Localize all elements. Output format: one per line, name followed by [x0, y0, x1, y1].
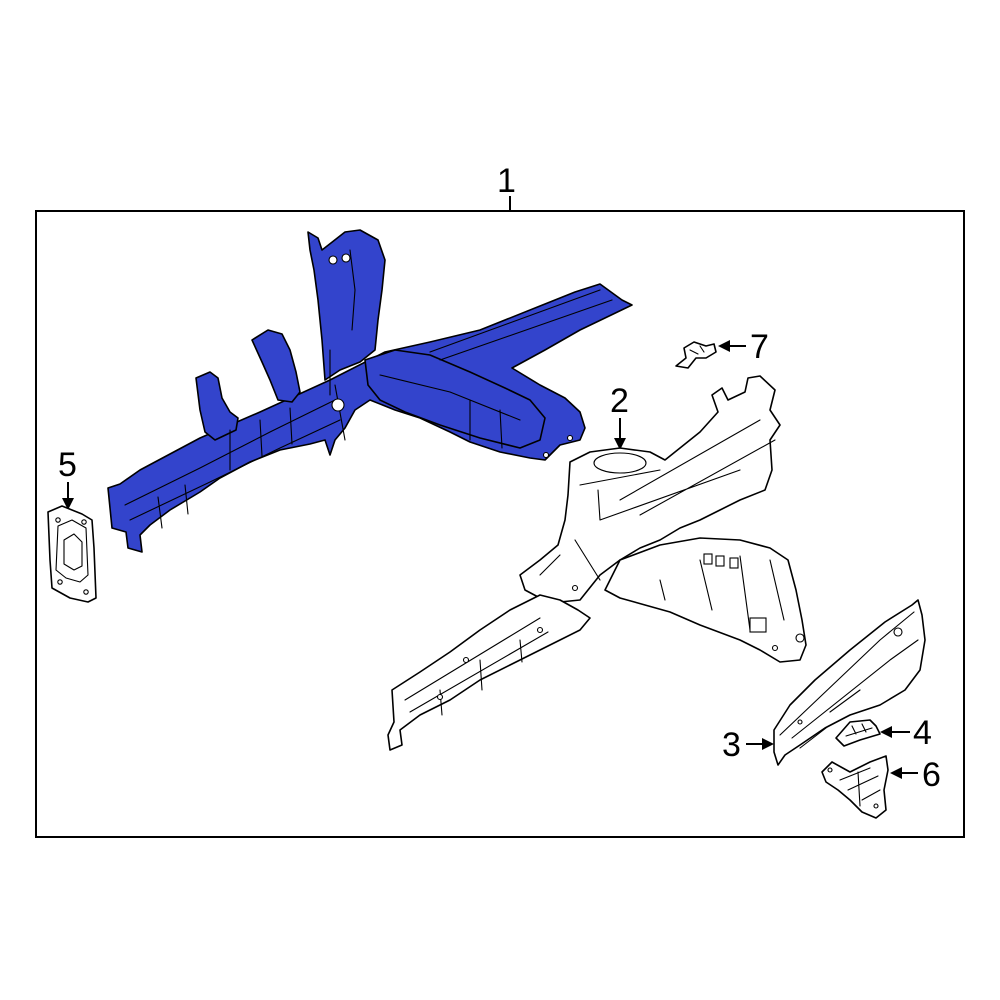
part-1-hole-b: [341, 253, 351, 263]
part-2-hole-d: [462, 656, 470, 664]
part-5-reinforcement-plate[interactable]: [47, 505, 97, 603]
part-2-window-b: [715, 555, 725, 567]
callout-5-arrowhead: [62, 498, 74, 510]
part-6-hole-a: [827, 767, 833, 773]
callout-4-arrowhead: [880, 726, 892, 738]
part-1-main-rail: [107, 283, 633, 553]
part-2-upper-rail: [519, 375, 781, 603]
part-4-outline: [835, 719, 881, 747]
part-2-front-side-member[interactable]: [387, 375, 807, 751]
part-1-hole-c: [331, 398, 345, 412]
part-3-extension[interactable]: [773, 599, 926, 766]
part-1-crossmember-stub: [364, 349, 546, 449]
part-6-bracket[interactable]: [821, 755, 889, 819]
assembly-frame: [35, 210, 965, 838]
callout-3-arrowhead: [762, 738, 774, 750]
callout-7-arrowhead: [718, 340, 730, 352]
part-2-hole-a: [795, 633, 805, 643]
part-7-small-bracket[interactable]: [675, 341, 717, 369]
part-1-hole-d: [566, 434, 574, 442]
part-2-window-c: [729, 557, 739, 569]
part-3-outline: [773, 599, 926, 766]
part-4-detail: [845, 723, 873, 737]
callout-5-label[interactable]: 5: [58, 446, 77, 484]
part-1-hole-e: [542, 451, 550, 459]
part-3-hole-a: [893, 627, 903, 637]
part-5-hole-b: [81, 519, 87, 525]
part-5-hole-a: [55, 517, 61, 523]
part-5-center-cutout: [63, 533, 83, 571]
callout-1-label[interactable]: 1: [497, 162, 516, 200]
part-2-window-d: [749, 617, 767, 633]
part-3-detail-lines: [779, 611, 919, 749]
part-1-upper-apron: [307, 229, 386, 381]
part-6-detail: [839, 767, 881, 807]
part-1-front-side-member-assembly[interactable]: [107, 229, 633, 553]
part-5-inner-loop: [55, 519, 89, 583]
callout-6-arrowhead: [890, 767, 902, 779]
part-4-small-bracket[interactable]: [835, 719, 881, 747]
part-2-window-a: [703, 553, 713, 565]
callout-2-arrowhead: [614, 438, 626, 450]
part-1-left-tower: [195, 371, 239, 441]
part-2-hole-f: [571, 584, 579, 592]
part-1-hole-a: [328, 255, 338, 265]
part-2-detail-lines: [404, 419, 785, 716]
part-1-detail-lines: [124, 249, 613, 529]
callout-7-label[interactable]: 7: [750, 328, 769, 366]
callout-3-label[interactable]: 3: [722, 726, 741, 764]
part-2-tower-cap: [593, 452, 647, 474]
part-2-hole-b: [771, 644, 779, 652]
part-5-hole-d: [83, 589, 89, 595]
callout-6-label[interactable]: 6: [922, 756, 941, 794]
part-6-hole-b: [873, 803, 879, 809]
callout-4-label[interactable]: 4: [913, 714, 932, 752]
part-1-mid-tower: [251, 329, 301, 403]
part-2-hole-c: [436, 693, 444, 701]
callout-2-label[interactable]: 2: [610, 382, 629, 420]
part-7-outline: [675, 341, 717, 369]
part-3-hole-b: [797, 719, 803, 725]
part-2-hole-e: [536, 626, 544, 634]
part-2-front-rail: [387, 594, 591, 751]
part-5-hole-c: [57, 579, 63, 585]
part-7-detail: [689, 345, 705, 355]
